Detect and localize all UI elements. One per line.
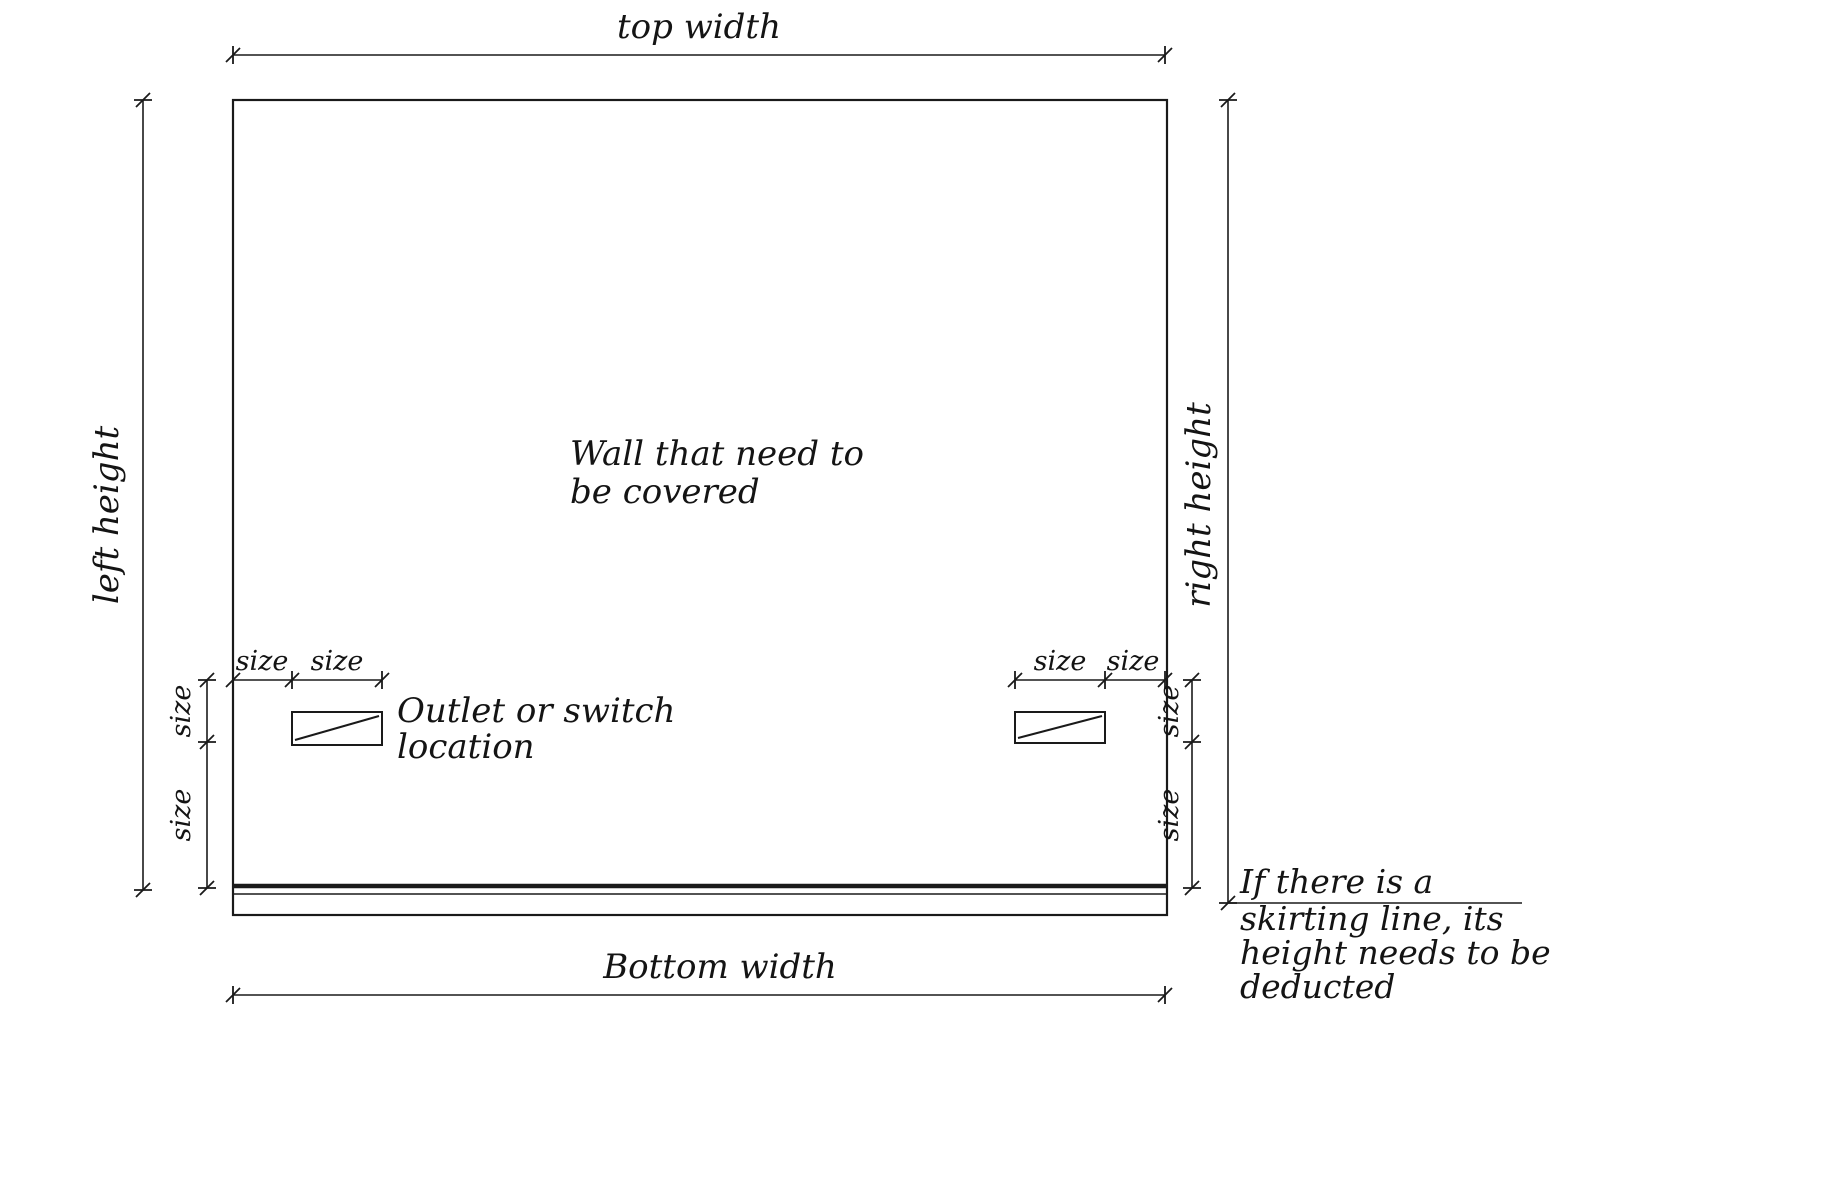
outlet-label-line1: Outlet or switch (397, 691, 675, 731)
note-line3: height needs to be (1240, 933, 1551, 972)
right-outlet-width-dimension (1007, 670, 1173, 690)
right-height-dimension (1218, 92, 1238, 911)
size-label-right-upper: size (1154, 685, 1185, 738)
bottom-width-label: Bottom width (602, 947, 837, 987)
bottom-width-dimension (225, 985, 1173, 1005)
size-label-right-offset: size (1107, 646, 1160, 677)
size-label-left-upper: size (166, 685, 197, 738)
left-outlet-width-dimension (225, 670, 390, 690)
outlet-label-line2: location (397, 727, 535, 767)
wall-label: Wall that need to be covered (570, 434, 864, 512)
size-label-right-lower: size (1154, 789, 1185, 842)
skirting-line (233, 883, 1167, 895)
wall-label-line2: be covered (570, 472, 760, 512)
top-width-dimension (225, 45, 1173, 65)
note-line4: deducted (1240, 967, 1395, 1006)
right-height-label: right height (1179, 402, 1219, 608)
skirting-note: If there is a skirting line, its height … (1228, 862, 1551, 1006)
size-label-left-offset: size (236, 646, 289, 677)
size-label-left-lower: size (166, 789, 197, 842)
left-height-label: left height (87, 426, 127, 605)
left-outlet-symbol (291, 711, 383, 746)
size-label-right-outlet-width: size (1034, 646, 1087, 677)
outlet-label: Outlet or switch location (397, 691, 675, 767)
wall-label-line1: Wall that need to (570, 434, 864, 474)
right-outlet-height-dimension (1182, 672, 1202, 896)
right-outlet-symbol (1014, 711, 1106, 744)
size-label-left-outlet-width: size (311, 646, 364, 677)
wall-outline (231, 98, 1169, 917)
left-height-dimension (133, 92, 153, 898)
left-outlet-height-dimension (197, 672, 217, 896)
top-width-label: top width (617, 7, 781, 47)
note-line2: skirting line, its (1240, 899, 1504, 938)
note-line1: If there is a (1239, 862, 1433, 901)
